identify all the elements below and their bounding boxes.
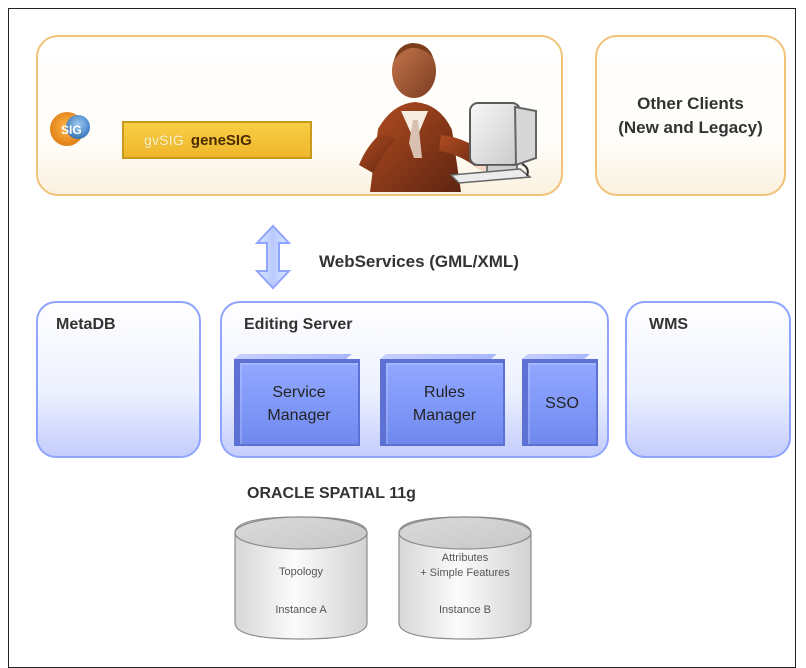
oracle-spatial-title: ORACLE SPATIAL 11g bbox=[247, 485, 416, 502]
wms-title: WMS bbox=[649, 316, 689, 333]
service-manager-label: Service Manager bbox=[267, 383, 331, 424]
database-instance-b: Attributes + Simple Features Instance B bbox=[396, 513, 534, 645]
database-instance-a: Topology Instance A bbox=[232, 513, 370, 645]
sso-module: SSO bbox=[522, 359, 598, 446]
sig-logo-icon: SIG bbox=[50, 112, 90, 146]
gvsig-label: gvSIG bbox=[144, 132, 184, 148]
rules-manager-module: Rules Manager bbox=[380, 359, 505, 446]
client-applications-box: SIG gvSIG geneSIG bbox=[36, 35, 563, 196]
database-cylinder-icon bbox=[234, 516, 368, 640]
metadb-title: MetaDB bbox=[56, 316, 116, 333]
service-manager-module: Service Manager bbox=[234, 359, 360, 446]
instance-a-label: Instance A bbox=[275, 604, 327, 616]
topology-label: Topology bbox=[278, 566, 324, 578]
double-arrow-icon bbox=[254, 224, 292, 290]
database-cylinder-icon bbox=[398, 516, 532, 640]
wms-box: WMS bbox=[625, 301, 791, 458]
sso-label: SSO bbox=[545, 395, 579, 412]
other-clients-box: Other Clients (New and Legacy) bbox=[595, 35, 786, 196]
attributes-simple-features-label: Attributes + Simple Features bbox=[420, 552, 510, 579]
other-clients-label: Other Clients (New and Legacy) bbox=[618, 93, 763, 137]
instance-b-label: Instance B bbox=[439, 604, 491, 616]
person-at-computer-icon bbox=[359, 43, 537, 192]
sig-logo-text: SIG bbox=[61, 123, 82, 137]
rules-manager-label: Rules Manager bbox=[412, 383, 477, 424]
genesig-label: geneSIG bbox=[190, 131, 252, 149]
gvsig-genesig-banner: gvSIG geneSIG bbox=[122, 121, 312, 159]
editing-server-box: Editing Server Service Manager Rules Man… bbox=[220, 301, 609, 458]
metadb-box: MetaDB bbox=[36, 301, 201, 458]
editing-server-title: Editing Server bbox=[244, 316, 353, 333]
webservices-label: WebServices (GML/XML) bbox=[319, 252, 519, 271]
